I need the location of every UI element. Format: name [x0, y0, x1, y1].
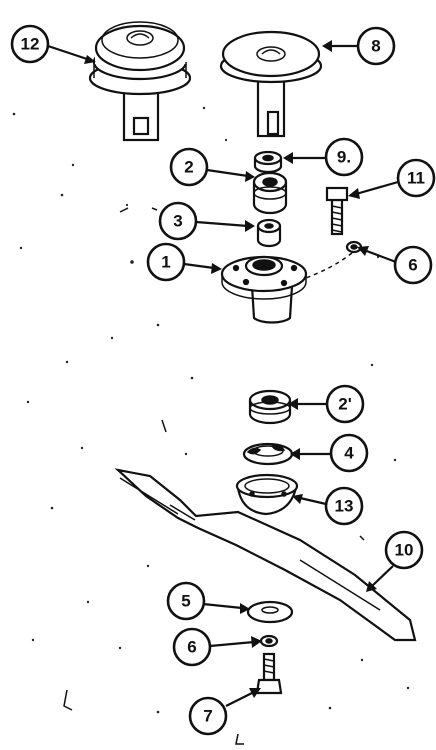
callout-12: 12 — [10, 24, 96, 64]
callout-8: 8 — [322, 26, 396, 66]
callout-6-upper: 6 — [357, 245, 433, 285]
callout-10-label: 10 — [395, 541, 414, 560]
callout-2-upper: 2 — [169, 147, 255, 187]
blade-part — [114, 468, 417, 642]
callout-10: 10 — [366, 530, 424, 592]
bushing-part — [256, 218, 282, 248]
lower-lock-washer-part — [259, 634, 279, 648]
callout-6-lower: 6 — [172, 627, 262, 667]
callout-11-label: 11 — [407, 169, 425, 188]
callout-3-label: 3 — [173, 212, 182, 231]
bolt-part — [325, 186, 349, 236]
single-pulley-part — [219, 30, 323, 138]
callout-9-label: 9. — [337, 148, 351, 167]
callout-4-label: 4 — [344, 444, 354, 463]
callout-3: 3 — [158, 201, 255, 241]
callout-2-lower-label: 2' — [338, 395, 352, 414]
print-specks — [12, 106, 412, 745]
callout-2-lower: 2' — [288, 384, 365, 424]
callout-5: 5 — [166, 581, 250, 621]
callout-1-label: 1 — [161, 253, 170, 272]
lower-bearing-part — [248, 389, 292, 425]
spindle-housing-part — [220, 255, 308, 324]
callout-13-label: 13 — [335, 497, 354, 516]
callout-5-label: 5 — [181, 592, 190, 611]
callout-2-upper-label: 2 — [184, 158, 193, 177]
upper-bearing-part — [252, 171, 288, 215]
blade-cup-part — [235, 473, 299, 516]
callout-6-lower-label: 6 — [187, 638, 196, 657]
callout-1: 1 — [146, 242, 222, 282]
spacer-part — [253, 150, 283, 174]
spring-washer-part — [242, 442, 294, 466]
callout-12-label: 12 — [21, 35, 40, 54]
callout-8-label: 8 — [371, 37, 380, 56]
double-pulley-part — [88, 21, 192, 142]
callout-11: 11 — [348, 158, 436, 199]
washer-part — [246, 600, 294, 624]
callout-7: 7 — [188, 688, 261, 736]
callout-7-label: 7 — [203, 707, 212, 726]
callout-6-upper-label: 6 — [408, 256, 417, 275]
callout-4: 4 — [290, 433, 369, 473]
callout-9: 9. — [283, 137, 364, 177]
blade-bolt-part — [255, 652, 283, 695]
callout-13: 13 — [292, 486, 364, 526]
